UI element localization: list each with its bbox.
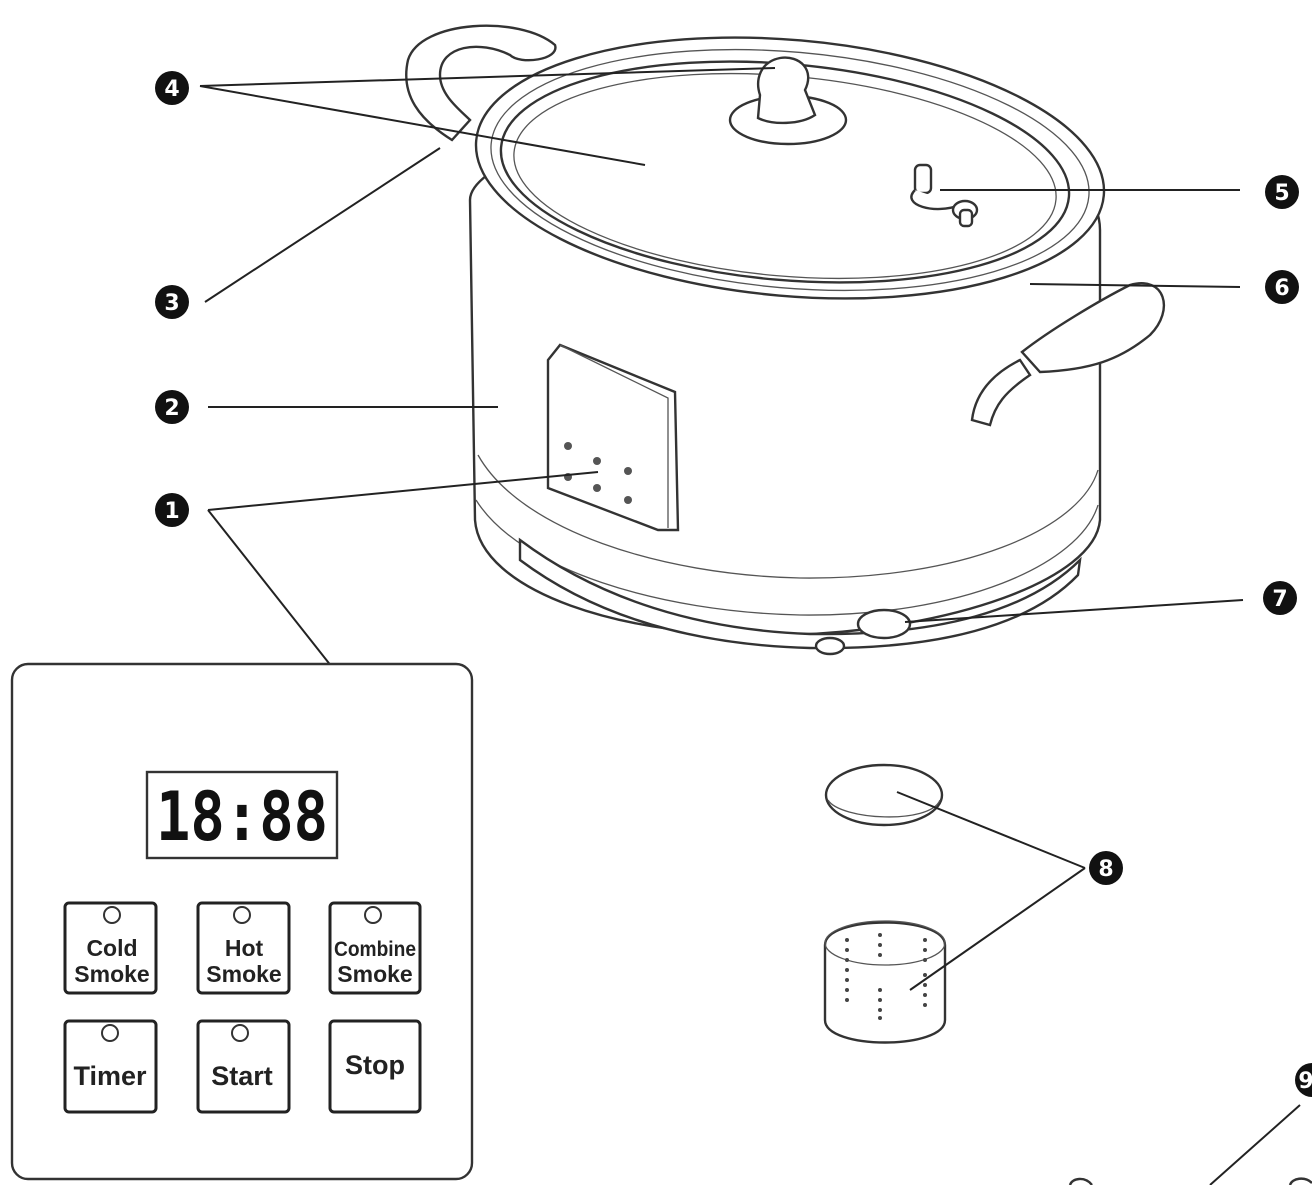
cold-smoke-button[interactable]: Cold Smoke xyxy=(63,901,158,995)
container-lid xyxy=(824,763,944,827)
smoke-outlet-icon xyxy=(910,163,979,228)
button-label-line1: Combine xyxy=(334,938,416,961)
container-holes xyxy=(845,933,927,1020)
control-panel-detail: 18:88 Cold Smoke Hot Smoke Combine Smoke… xyxy=(10,662,474,1181)
accessory-9-partial xyxy=(1068,1177,1312,1185)
callout-badge-icon xyxy=(155,71,189,105)
start-button[interactable]: Start xyxy=(196,1019,291,1114)
button-label: Start xyxy=(211,1061,273,1091)
led-indicator-icon xyxy=(233,906,251,924)
callout-3: 3 xyxy=(155,285,189,319)
callout-number: 2 xyxy=(164,396,179,421)
callout-badge-icon xyxy=(155,493,189,527)
callout-number: 5 xyxy=(1274,181,1289,206)
container-cup xyxy=(823,921,947,1044)
led-indicator-icon xyxy=(364,906,382,924)
lid-knob xyxy=(756,56,817,125)
button-label: Stop xyxy=(345,1050,405,1080)
leader-lines xyxy=(199,67,1301,1185)
callout-badge-icon xyxy=(155,285,189,319)
callout-badge-icon xyxy=(1265,270,1299,304)
combine-smoke-button[interactable]: Combine Smoke xyxy=(328,901,422,995)
lcd-display xyxy=(145,770,339,860)
callout-6: 6 xyxy=(1265,270,1299,304)
button-label: Timer xyxy=(73,1061,147,1091)
callout-number: 4 xyxy=(164,77,179,102)
led-indicator-icon xyxy=(231,1024,249,1042)
button-label-line2: Smoke xyxy=(74,961,149,987)
callout-number: 7 xyxy=(1272,587,1287,612)
callout-badge-icon xyxy=(155,390,189,424)
callout-4: 4 xyxy=(155,71,189,105)
led-indicator-icon xyxy=(103,906,121,924)
callout-number: 9 xyxy=(1298,1069,1312,1094)
callout-number: 1 xyxy=(164,499,179,524)
callout-badge-icon xyxy=(1263,581,1297,615)
button-label-line1: Hot xyxy=(225,935,264,961)
callout-9: 9 xyxy=(1295,1063,1312,1097)
smoker-illustration xyxy=(405,24,1166,656)
handle-left xyxy=(405,24,557,142)
callout-badge-icon xyxy=(1295,1063,1312,1097)
button-label-line2: Smoke xyxy=(206,961,281,987)
timer-button[interactable]: Timer xyxy=(63,1019,158,1114)
indicator-light xyxy=(856,608,912,640)
pot-base xyxy=(477,454,1099,579)
callout-badge-icon xyxy=(1089,851,1123,885)
callout-number: 3 xyxy=(164,291,179,316)
callout-8: 8 xyxy=(1089,851,1123,885)
lcd-readout: 18:88 xyxy=(156,778,328,857)
handle-right xyxy=(1020,282,1166,374)
pot-foot xyxy=(814,636,846,656)
wood-chip-container xyxy=(823,763,947,1044)
stop-button[interactable]: Stop xyxy=(328,1019,422,1114)
hot-smoke-button[interactable]: Hot Smoke xyxy=(196,901,291,995)
callout-number: 8 xyxy=(1098,857,1113,882)
callout-badge-icon xyxy=(1265,175,1299,209)
button-label-line1: Cold xyxy=(86,935,137,961)
callout-7: 7 xyxy=(1263,581,1297,615)
callout-2: 2 xyxy=(155,390,189,424)
callout-1: 1 xyxy=(155,493,189,527)
callout-5: 5 xyxy=(1265,175,1299,209)
module-buttons xyxy=(564,442,632,504)
led-indicator-icon xyxy=(101,1024,119,1042)
callout-number: 6 xyxy=(1274,276,1289,301)
button-label-line2: Smoke xyxy=(337,961,412,987)
